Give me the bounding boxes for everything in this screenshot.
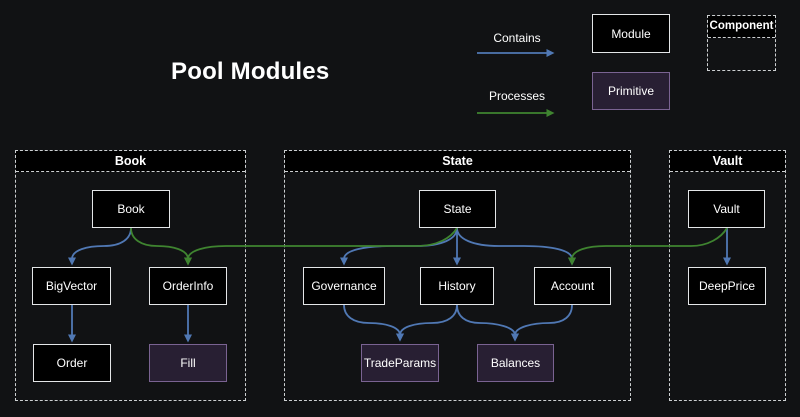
node-deepprice: DeepPrice <box>688 267 766 305</box>
node-tradeparams: TradeParams <box>361 344 439 382</box>
node-balances: Balances <box>477 344 554 382</box>
node-fill: Fill <box>149 344 227 382</box>
legend-contains-label: Contains <box>493 31 541 45</box>
legend-component-label: Component <box>708 16 775 38</box>
legend-module-box: Module <box>592 14 670 53</box>
node-vault: Vault <box>688 190 765 228</box>
node-bigvector: BigVector <box>32 267 111 305</box>
page-title: Pool Modules <box>171 58 330 85</box>
legend-component-box: Component <box>707 15 776 71</box>
legend-processes-label: Processes <box>488 89 546 103</box>
cluster-state-title: State <box>285 151 630 172</box>
cluster-state: State <box>284 150 631 401</box>
cluster-book-title: Book <box>16 151 245 172</box>
cluster-vault-title: Vault <box>670 151 785 172</box>
node-book: Book <box>92 190 170 228</box>
node-governance: Governance <box>303 267 385 305</box>
node-history: History <box>420 267 494 305</box>
cluster-vault: Vault <box>669 150 786 401</box>
node-order: Order <box>33 344 111 382</box>
node-orderinfo: OrderInfo <box>149 267 227 305</box>
node-state: State <box>419 190 496 228</box>
cluster-book: Book <box>15 150 246 401</box>
node-account: Account <box>534 267 611 305</box>
legend-primitive-box: Primitive <box>592 72 670 110</box>
